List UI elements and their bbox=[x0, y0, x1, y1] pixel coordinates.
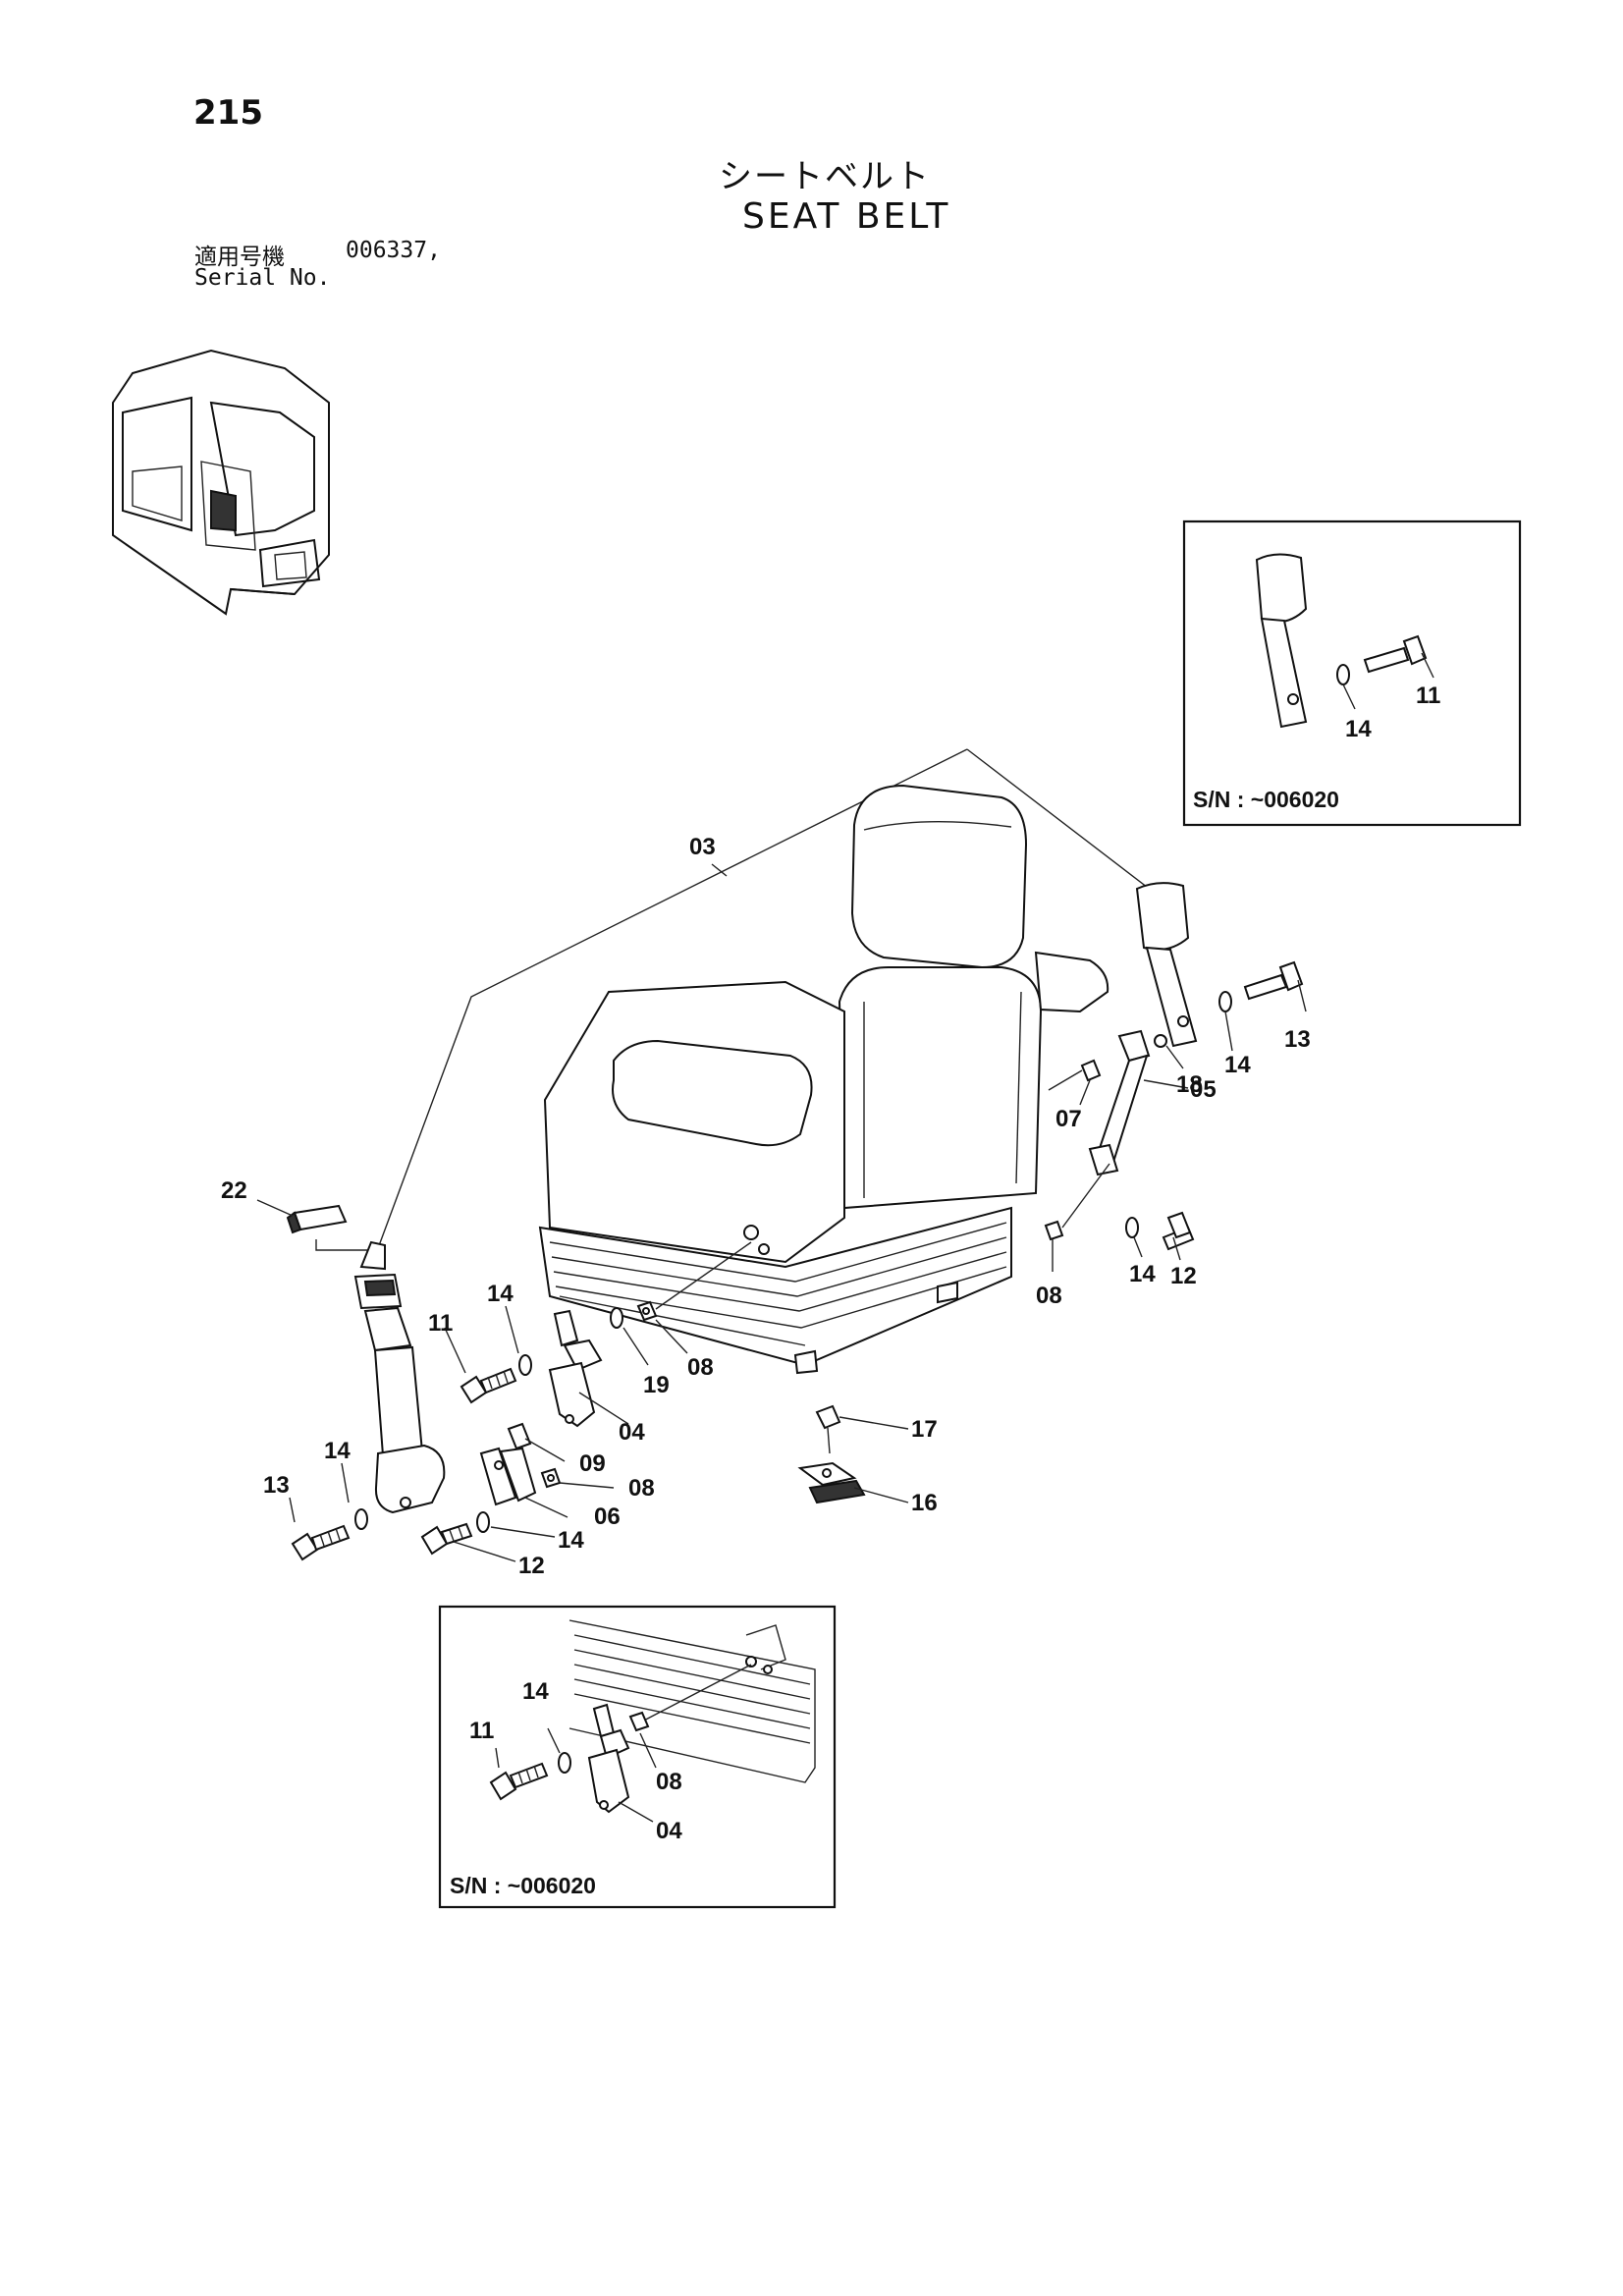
seat-assembly bbox=[538, 784, 1109, 1375]
callout-22: 22 bbox=[221, 1177, 247, 1204]
serial-label-english: Serial No. bbox=[194, 265, 331, 291]
callout-12-right: 12 bbox=[1170, 1263, 1197, 1289]
callout-14-right-upper: 14 bbox=[1224, 1052, 1251, 1078]
floor-clamp bbox=[797, 1404, 909, 1504]
callout-08-middle: 08 bbox=[628, 1475, 655, 1502]
serial-label-japanese: 適用号機 bbox=[194, 245, 285, 270]
serial-value: 006337, bbox=[346, 238, 441, 263]
inset-bottom: 11 14 08 04 S/N : ~006020 bbox=[438, 1605, 837, 1909]
left-mounting-hardware bbox=[289, 1241, 752, 1562]
inset-top-callout-14: 14 bbox=[1345, 716, 1372, 742]
callout-12-left: 12 bbox=[518, 1553, 545, 1579]
callout-08-upper: 08 bbox=[687, 1354, 714, 1381]
page-number: 215 bbox=[193, 93, 263, 133]
cab-thumbnail bbox=[112, 349, 330, 616]
left-belt-assembly bbox=[256, 1199, 446, 1514]
inset-bottom-callout-04: 04 bbox=[656, 1818, 682, 1844]
leader-03 bbox=[370, 748, 1169, 1268]
callout-03: 03 bbox=[689, 834, 716, 860]
inset-bottom-sn-label: S/N : ~006020 bbox=[450, 1873, 596, 1898]
callout-13-left: 13 bbox=[263, 1472, 290, 1499]
inset-top: 11 14 S/N : ~006020 bbox=[1182, 519, 1522, 827]
callout-14-left: 14 bbox=[324, 1438, 351, 1464]
title-japanese: シートベルト bbox=[719, 157, 931, 196]
inset-bottom-callout-11: 11 bbox=[469, 1718, 494, 1744]
inset-top-sn-label: S/N : ~006020 bbox=[1193, 787, 1339, 812]
callout-05: 05 bbox=[1190, 1076, 1217, 1103]
callout-06: 06 bbox=[594, 1503, 621, 1530]
inset-bottom-callout-14: 14 bbox=[522, 1678, 549, 1705]
callout-18: 18 bbox=[1176, 1071, 1203, 1098]
callout-09: 09 bbox=[579, 1450, 606, 1477]
inset-bottom-callout-08: 08 bbox=[656, 1769, 682, 1795]
callout-04: 04 bbox=[619, 1419, 645, 1446]
callout-11: 11 bbox=[428, 1310, 453, 1337]
callout-14-upper: 14 bbox=[487, 1281, 514, 1307]
callout-14-right-lower: 14 bbox=[1129, 1261, 1156, 1287]
right-belt-assembly bbox=[1044, 882, 1307, 1272]
inset-top-callout-11: 11 bbox=[1416, 683, 1440, 709]
callout-13-right: 13 bbox=[1284, 1026, 1311, 1053]
callout-07: 07 bbox=[1055, 1106, 1082, 1132]
callout-14-lower: 14 bbox=[558, 1527, 584, 1554]
callout-08-right: 08 bbox=[1036, 1283, 1062, 1309]
title-english: SEAT BELT bbox=[742, 196, 951, 237]
callout-16: 16 bbox=[911, 1490, 938, 1516]
callout-17: 17 bbox=[911, 1416, 938, 1443]
callout-19: 19 bbox=[643, 1372, 670, 1398]
